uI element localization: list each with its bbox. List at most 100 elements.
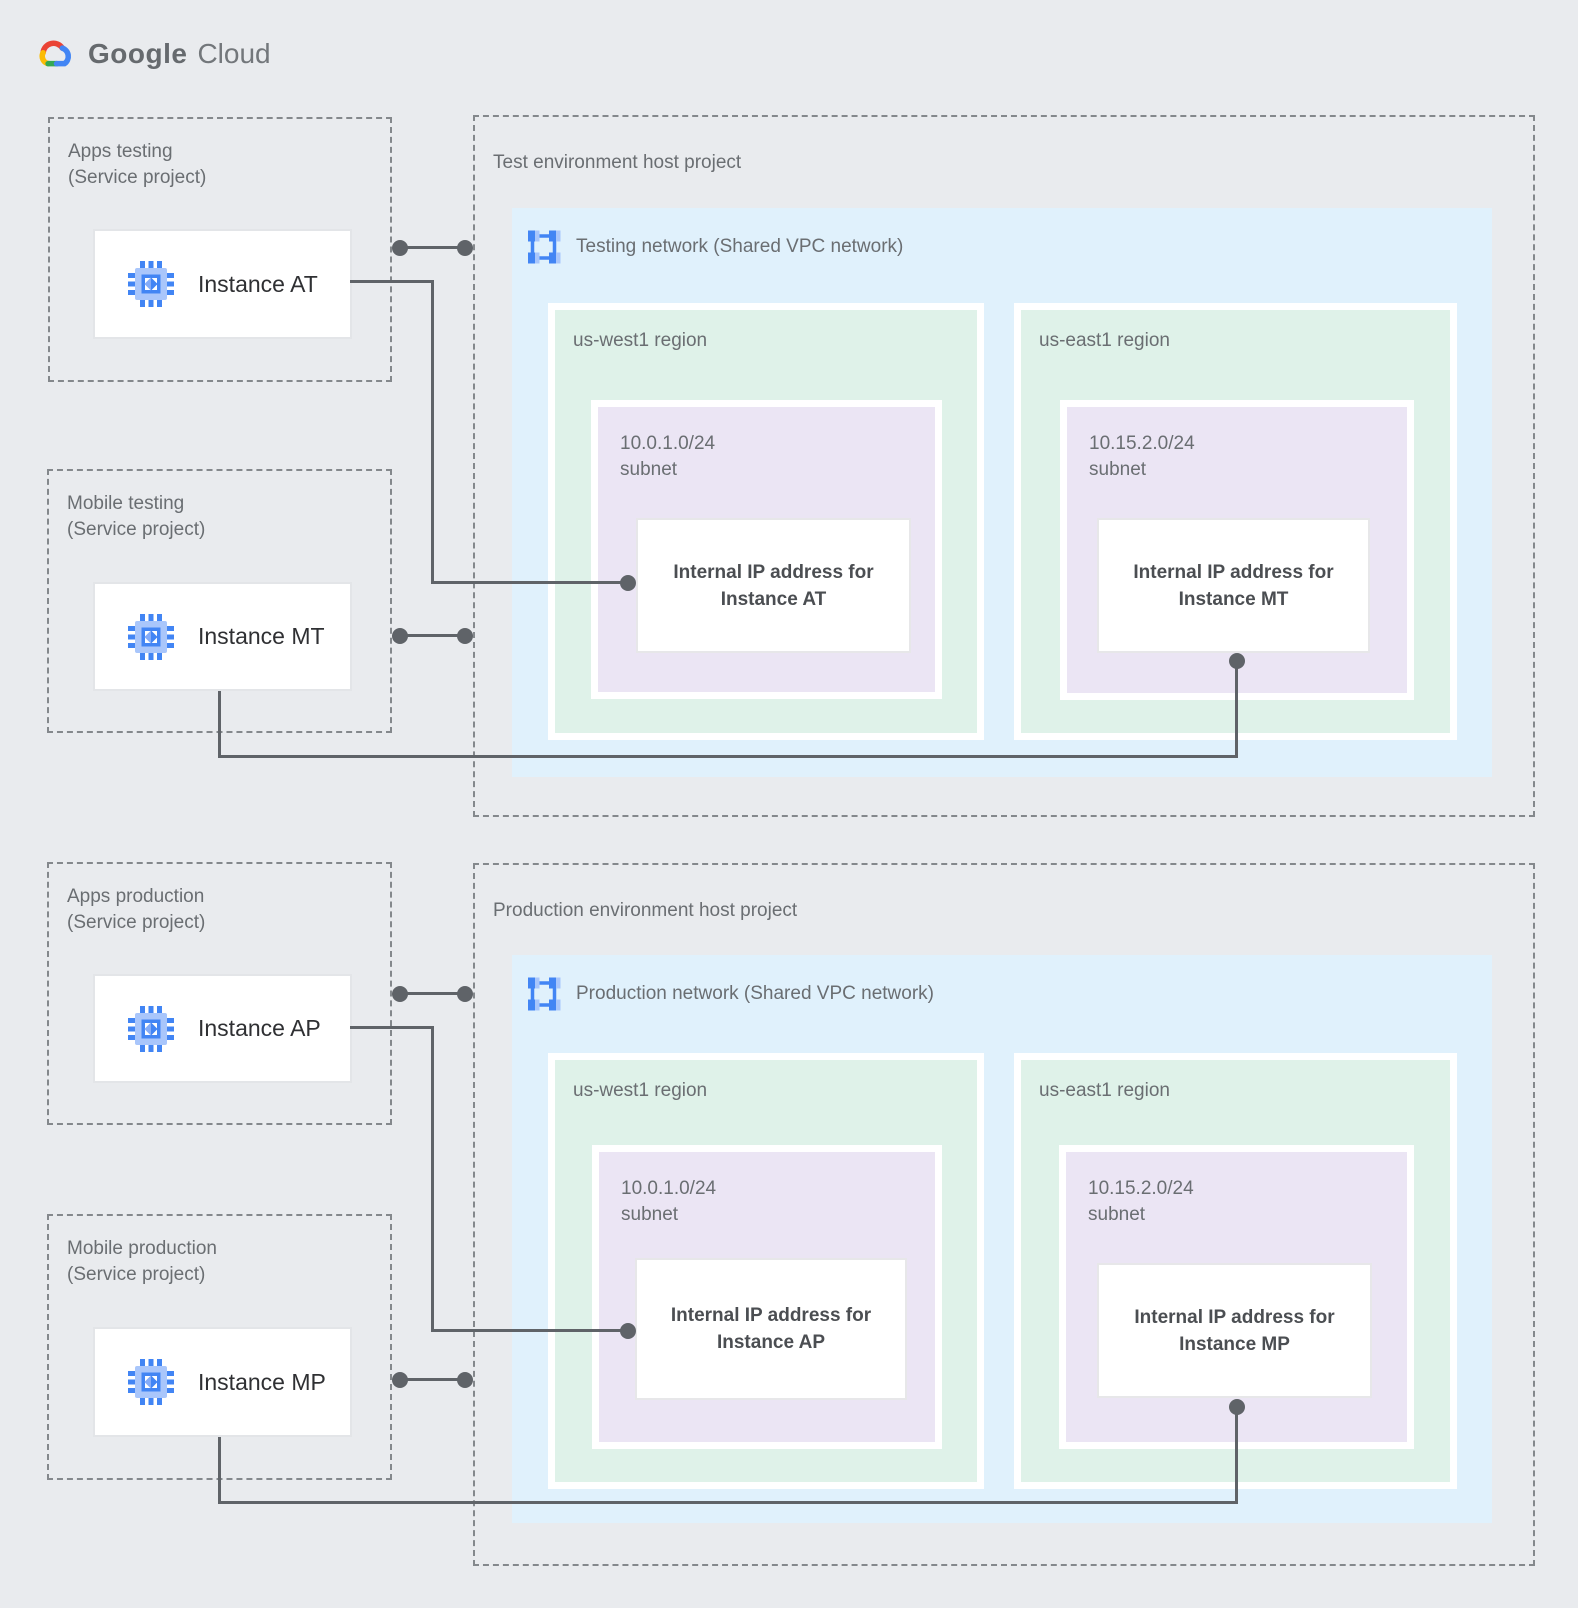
connector-instance-mp-segment — [1235, 1407, 1238, 1504]
network-header: Production network (Shared VPC network) — [526, 977, 934, 1011]
subnet-word: subnet — [620, 459, 678, 480]
connector-instance-mt-segment — [218, 691, 221, 757]
service-project-qualifier: (Service project) — [67, 519, 206, 540]
google-cloud-logo: Google Cloud — [33, 36, 271, 72]
network-box-production: Production network (Shared VPC network) … — [512, 955, 1492, 1523]
connector-mobile-production-to-host-line — [400, 1378, 465, 1381]
subnet-word: subnet — [1088, 1204, 1146, 1225]
internal-ip-line1: Internal IP address for — [670, 1305, 872, 1326]
connector-dot — [620, 575, 636, 591]
host-project-title: Test environment host project — [493, 152, 742, 173]
subnet-cidr: 10.15.2.0/24 — [1089, 433, 1195, 454]
compute-engine-icon — [128, 1005, 174, 1052]
region-box-test-us-east1: us-east1 region 10.15.2.0/24 subnet Inte… — [1021, 310, 1450, 733]
service-project-box-mobile-testing: Mobile testing (Service project) Instanc… — [47, 469, 392, 733]
compute-engine-icon — [128, 613, 174, 660]
instance-card-mp: Instance MP — [93, 1327, 352, 1437]
connector-dot — [1229, 1399, 1245, 1415]
connector-instance-at-segment — [350, 280, 434, 283]
internal-ip-line2: Instance MP — [1179, 1333, 1290, 1355]
instance-label: Instance MT — [198, 623, 325, 649]
service-project-box-apps-production: Apps production (Service project) Instan… — [47, 862, 392, 1125]
connector-instance-ap-segment — [431, 1329, 628, 1332]
connector-dot — [392, 628, 408, 644]
connector-instance-mt-segment — [1235, 661, 1238, 757]
logo-word-cloud: Cloud — [197, 38, 271, 69]
subnet-label: 10.15.2.0/24 subnet — [1089, 431, 1195, 483]
service-project-box-apps-testing: Apps testing (Service project) Instance … — [48, 117, 392, 382]
connector-apps-testing-to-host-line — [400, 246, 465, 249]
instance-card-ap: Instance AP — [93, 974, 352, 1083]
internal-ip-box-instance-mt: Internal IP address for Instance MT — [1097, 518, 1370, 653]
connector-instance-at-segment — [431, 581, 628, 584]
network-header: Testing network (Shared VPC network) — [526, 230, 903, 264]
internal-ip-line1: Internal IP address for — [1133, 561, 1334, 583]
connector-dot — [457, 628, 473, 644]
logo-word-google: Google — [88, 38, 188, 69]
connector-dot — [457, 240, 473, 256]
connector-mobile-testing-to-host-line — [400, 634, 465, 637]
instance-card-mt: Instance MT — [93, 582, 352, 691]
host-project-title: Production environment host project — [493, 900, 798, 921]
vpc-network-icon — [526, 977, 562, 1011]
internal-ip-line2: Instance AT — [720, 588, 827, 610]
service-project-title: Apps production (Service project) — [67, 884, 205, 936]
connector-instance-mt-segment — [218, 755, 1238, 758]
compute-engine-icon — [128, 261, 174, 307]
instance-card-at: Instance AT — [93, 229, 352, 339]
subnet-cidr: 10.0.1.0/24 — [620, 433, 716, 454]
internal-ip-line2: Instance MT — [1178, 588, 1289, 610]
service-project-title: Apps testing (Service project) — [68, 139, 206, 191]
connector-apps-production-to-host-line — [400, 992, 465, 995]
instance-label: Instance MP — [198, 1368, 326, 1395]
connector-instance-mp-segment — [218, 1437, 221, 1504]
network-label: Production network (Shared VPC network) — [576, 983, 934, 1004]
region-label: us-east1 region — [1039, 330, 1170, 351]
connector-dot — [457, 1372, 473, 1388]
connector-dot — [1229, 653, 1245, 669]
service-project-qualifier: (Service project) — [68, 167, 207, 188]
internal-ip-line2: Instance AP — [716, 1332, 826, 1353]
region-label: us-east1 region — [1039, 1080, 1170, 1101]
service-project-qualifier: (Service project) — [67, 912, 206, 933]
connector-instance-ap-segment — [350, 1026, 434, 1029]
compute-engine-icon — [128, 1359, 174, 1405]
subnet-box-prod-us-east1: 10.15.2.0/24 subnet Internal IP address … — [1066, 1152, 1407, 1442]
host-project-box-production: Production environment host project Prod… — [473, 863, 1535, 1566]
connector-dot — [620, 1323, 636, 1339]
connector-dot — [392, 240, 408, 256]
region-box-test-us-west1: us-west1 region 10.0.1.0/24 subnet Inter… — [555, 310, 977, 733]
google-cloud-logo-icon — [33, 36, 75, 72]
subnet-box-test-us-east1: 10.15.2.0/24 subnet Internal IP address … — [1067, 407, 1407, 693]
vpc-network-icon — [526, 230, 562, 264]
service-project-title: Mobile production (Service project) — [67, 1236, 217, 1288]
subnet-word: subnet — [621, 1204, 679, 1225]
service-project-qualifier: (Service project) — [67, 1264, 206, 1285]
subnet-cidr: 10.0.1.0/24 — [621, 1178, 717, 1199]
connector-dot — [392, 986, 408, 1002]
instance-label: Instance AP — [198, 1015, 321, 1041]
service-project-name: Mobile testing — [67, 493, 185, 514]
internal-ip-box-instance-mp: Internal IP address for Instance MP — [1097, 1263, 1372, 1398]
connector-instance-ap-segment — [431, 1026, 434, 1332]
service-project-name: Apps testing — [68, 141, 173, 162]
connector-dot — [392, 1372, 408, 1388]
connector-dot — [457, 986, 473, 1002]
region-label: us-west1 region — [573, 1080, 708, 1101]
service-project-name: Apps production — [67, 886, 205, 907]
internal-ip-line1: Internal IP address for — [673, 561, 874, 583]
connector-instance-mp-segment — [218, 1501, 1238, 1504]
instance-label: Instance AT — [198, 270, 318, 297]
subnet-box-test-us-west1: 10.0.1.0/24 subnet Internal IP address f… — [598, 407, 935, 692]
subnet-box-prod-us-west1: 10.0.1.0/24 subnet Internal IP address f… — [599, 1152, 935, 1442]
internal-ip-line1: Internal IP address for — [1134, 1306, 1335, 1328]
connector-instance-at-segment — [431, 280, 434, 584]
subnet-label: 10.0.1.0/24 subnet — [621, 1176, 716, 1228]
region-box-prod-us-west1: us-west1 region 10.0.1.0/24 subnet Inter… — [555, 1060, 977, 1482]
internal-ip-box-instance-at: Internal IP address for Instance AT — [636, 518, 911, 653]
internal-ip-box-instance-ap: Internal IP address for Instance AP — [635, 1258, 907, 1400]
subnet-word: subnet — [1089, 459, 1147, 480]
network-label: Testing network (Shared VPC network) — [576, 236, 904, 257]
subnet-label: 10.15.2.0/24 subnet — [1088, 1176, 1194, 1228]
